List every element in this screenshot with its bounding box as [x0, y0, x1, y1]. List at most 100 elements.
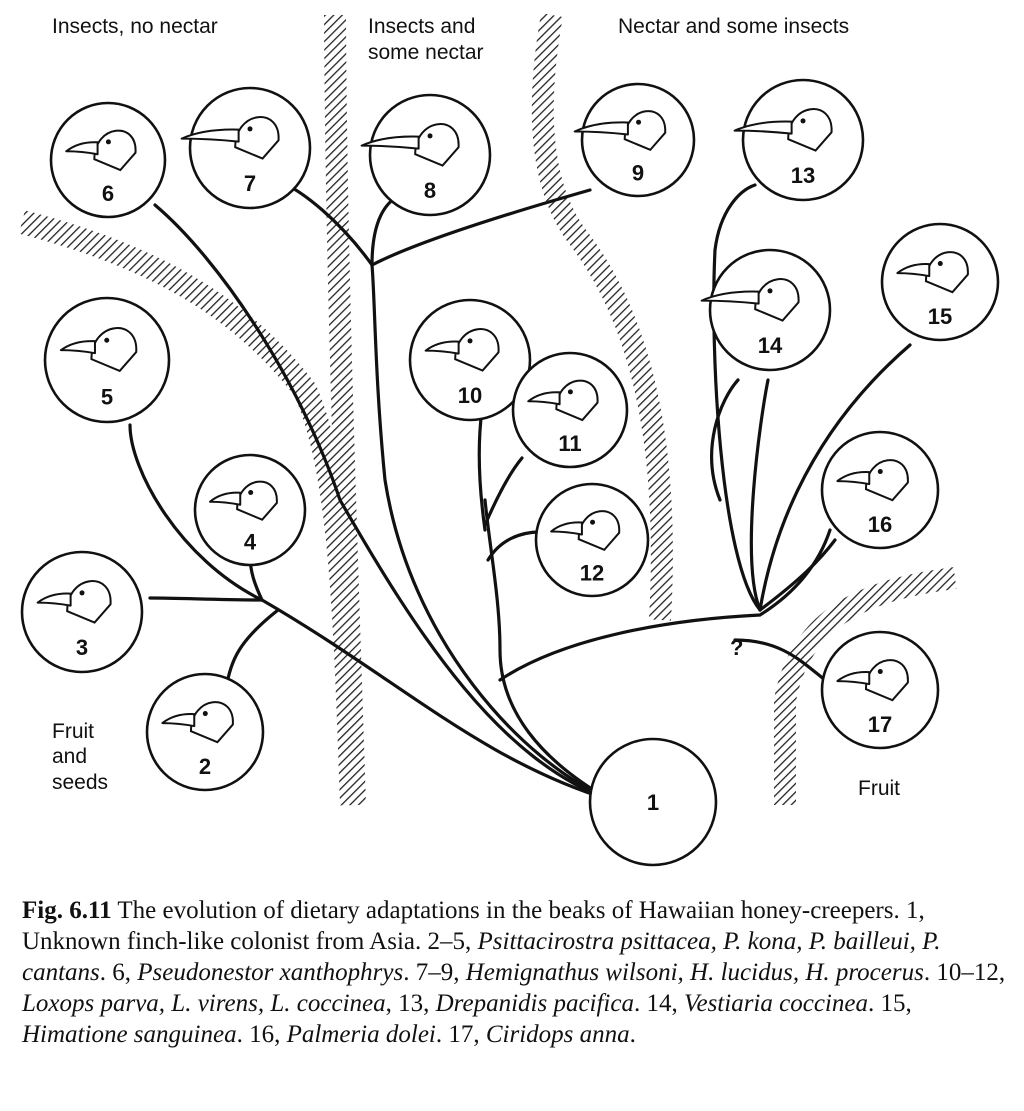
species-node-label: 9 — [632, 160, 644, 185]
caption-text: . 14, — [633, 990, 684, 1017]
caption-text: . 7–9, — [403, 959, 466, 986]
species-node-6: 6 — [49, 101, 167, 219]
caption-text: . 17, — [435, 1021, 486, 1048]
region-label-nectar-some-insects: Nectar and some insects — [618, 15, 849, 38]
species-node-label: 17 — [868, 712, 892, 737]
species-node-label: 12 — [580, 560, 604, 585]
figure-caption: Fig. 6.11 The evolution of dietary adapt… — [22, 895, 1007, 1050]
species-name: Palmeria dolei — [286, 1021, 436, 1048]
species-node-12: 12 — [534, 482, 650, 598]
caption-text: . 6, — [99, 959, 138, 986]
caption-text: . 10–12, — [923, 959, 1006, 986]
species-name: Pseudonestor xanthophrys — [137, 959, 404, 986]
uncertain-marker: ? — [730, 635, 743, 660]
caption-text: . 15, — [867, 990, 912, 1017]
species-name: Himatione sanguinea — [22, 1021, 237, 1048]
species-node-label: 7 — [244, 171, 256, 196]
species-node-label: 3 — [76, 635, 88, 660]
caption-text: . 16, — [236, 1021, 287, 1048]
hatched-boundary-center — [324, 14, 366, 806]
species-node-label: 14 — [758, 333, 783, 358]
bird-head-icon — [573, 110, 667, 152]
species-node-label: 5 — [101, 385, 113, 410]
branch-to-14 — [749, 378, 770, 612]
branch-to-11 — [483, 456, 524, 527]
species-name: Loxops parva, L. virens, L. coccinea — [22, 990, 386, 1017]
species-node-17: 17 — [820, 630, 940, 750]
region-label-fruit-seeds-3: seeds — [52, 771, 108, 794]
bird-head-icon — [733, 108, 833, 152]
region-label-insects-some-nectar-1: Insects and — [368, 15, 475, 38]
species-node-5: 5 — [43, 296, 171, 424]
region-label-insects-no-nectar: Insects, no nectar — [52, 15, 218, 38]
species-node-16: 16 — [820, 430, 940, 550]
branch-to-3 — [148, 596, 264, 602]
branch-main-center — [370, 263, 612, 802]
species-node-label: 4 — [244, 530, 257, 555]
bird-head-icon — [550, 510, 621, 552]
branch-to-15 — [758, 343, 912, 612]
branch-to-10 — [477, 408, 487, 532]
species-node-14: 14 — [700, 248, 832, 372]
species-name: Psittacirostra psittacea, P. kona, P. ba… — [22, 928, 941, 986]
species-node-label: 1 — [647, 790, 659, 815]
branch-trunk-left — [260, 598, 612, 802]
branch-trunk-right — [483, 498, 612, 802]
species-node-4: 4 — [193, 453, 307, 567]
species-node-13: 13 — [733, 78, 865, 202]
branch-to-17 — [733, 638, 827, 682]
species-node-circle — [588, 737, 718, 867]
bird-head-icon — [161, 701, 234, 744]
branch-to-14-b — [710, 378, 740, 502]
species-node-3: 3 — [20, 550, 144, 674]
species-node-8: 8 — [360, 93, 492, 217]
bird-head-icon — [36, 580, 112, 624]
species-node-label: 8 — [424, 178, 436, 203]
bird-head-icon — [208, 480, 278, 521]
hatched-boundary-right-curve — [531, 13, 673, 621]
species-name: Drepanidis pacifica — [435, 990, 634, 1017]
species-name: Vestiaria coccinea — [683, 990, 868, 1017]
phylogeny-branches — [128, 183, 912, 802]
region-label-fruit-seeds-2: and — [52, 745, 87, 768]
species-name: Hemignathus wilsoni, H. lucidus, H. proc… — [465, 959, 924, 986]
species-node-label: 16 — [868, 512, 892, 537]
species-node-label: 6 — [102, 181, 114, 206]
figure-number: Fig. 6.11 — [22, 897, 112, 924]
species-node-1: 1 — [588, 737, 718, 867]
bird-head-icon — [896, 251, 969, 294]
species-node-15: 15 — [880, 222, 1000, 342]
bird-head-icon — [59, 327, 138, 373]
species-node-label: 15 — [928, 304, 952, 329]
species-node-7: 7 — [180, 86, 312, 210]
species-name: Ciridops anna — [485, 1021, 630, 1048]
species-node-2: 2 — [145, 672, 265, 792]
bird-head-icon — [836, 659, 909, 702]
bird-head-icon — [65, 129, 137, 172]
species-node-label: 10 — [458, 383, 482, 408]
hatched-boundary-fruit — [774, 567, 957, 805]
caption-text: The evolution of dietary adaptations in … — [22, 897, 925, 955]
bird-head-icon — [424, 328, 500, 372]
branch-to-5 — [128, 423, 264, 602]
species-node-11: 11 — [511, 351, 629, 469]
species-node-10: 10 — [408, 298, 532, 422]
bird-head-icon — [527, 379, 599, 422]
branch-to-9 — [370, 188, 592, 267]
species-node-label: 13 — [791, 163, 815, 188]
caption-text: , 13, — [385, 990, 436, 1017]
bird-head-icon — [836, 459, 909, 502]
region-label-fruit-seeds-1: Fruit — [52, 720, 94, 743]
bird-head-icon — [360, 123, 460, 167]
caption-text: . — [629, 1021, 636, 1048]
species-node-9: 9 — [573, 82, 696, 198]
region-label-insects-some-nectar-2: some nectar — [368, 41, 484, 64]
bird-head-icon — [700, 278, 800, 322]
branch-to-16 — [758, 538, 837, 612]
region-label-fruit: Fruit — [858, 777, 900, 800]
bird-head-icon — [180, 116, 280, 160]
species-node-label: 11 — [558, 431, 581, 456]
branch-to-13 — [712, 183, 762, 612]
